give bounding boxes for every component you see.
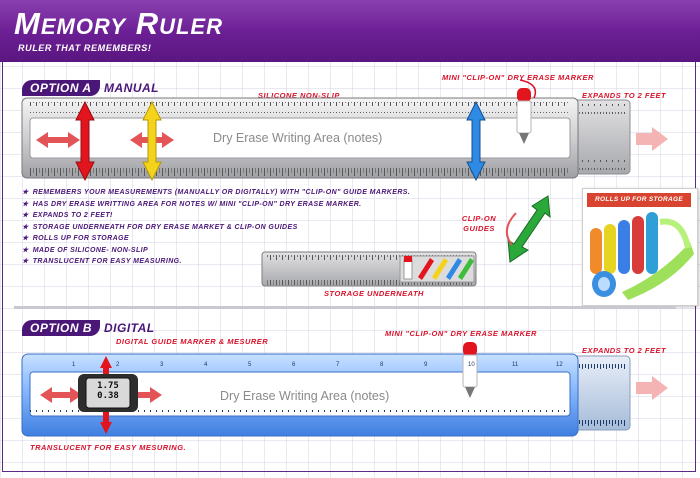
ruler-number: 10 <box>468 362 475 368</box>
rolls-up-graphic <box>590 212 694 300</box>
ruler-number: 6 <box>292 362 296 368</box>
feature-item: MADE OF SILICONE- NON-SLIP <box>22 246 410 258</box>
ruler-number: 1 <box>72 362 76 368</box>
ruler-number: 7 <box>336 362 340 368</box>
digital-guide-label: DIGITAL GUIDE MARKER & MESURER <box>116 337 269 346</box>
option-b-label: DIGITAL <box>104 321 155 335</box>
ruler-number: 9 <box>424 362 428 368</box>
rolls-up-title: ROLLS UP FOR STORAGE <box>587 193 691 207</box>
clip-on-guides-label: CLIP-ON GUIDES <box>461 214 497 233</box>
option-b-badge: OPTION B <box>22 320 101 336</box>
page-title: Memory Ruler <box>14 6 223 41</box>
option-a-expands-label: EXPANDS TO 2 FEET <box>582 91 667 100</box>
translucent-label: TRANSLUCENT FOR EASY MESURING. <box>30 443 187 452</box>
readout-top: 1.75 <box>97 381 119 391</box>
feature-list: REMEMBERS YOUR MEASUREMENTS (MANUALLY OR… <box>22 188 410 269</box>
feature-item: REMEMBERS YOUR MEASUREMENTS (MANUALLY OR… <box>22 188 410 200</box>
option-a-marker-label: MINI "CLIP-ON" DRY ERASE MARKER <box>442 73 594 82</box>
header-banner: Memory Ruler RULER THAT REMEMBERS! <box>0 0 700 62</box>
option-a-label: MANUAL <box>104 81 159 95</box>
ruler-number: 3 <box>160 362 164 368</box>
option-b-expands-label: EXPANDS TO 2 FEET <box>582 346 667 355</box>
section-divider <box>14 306 676 309</box>
ruler-number: 8 <box>380 362 384 368</box>
digital-readout: 1.75 0.38 <box>88 381 128 401</box>
silicone-label: SILICONE NON-SLIP <box>258 91 340 100</box>
ruler-number: 2 <box>116 362 120 368</box>
feature-item: STORAGE UNDERNEATH FOR DRY ERASE MARKET … <box>22 223 410 235</box>
option-b-ruler-numbers: 1 2 3 4 5 6 7 8 9 10 11 12 <box>72 362 572 372</box>
feature-item: TRANSLUCENT FOR EASY MEASURING. <box>22 257 410 269</box>
ruler-number: 11 <box>512 362 519 368</box>
option-b-marker-label: MINI "CLIP-ON" DRY ERASE MARKER <box>385 329 537 338</box>
storage-underneath-label: STORAGE UNDERNEATH <box>324 289 424 298</box>
feature-item: ROLLS UP FOR STORAGE <box>22 234 410 246</box>
ruler-number: 4 <box>204 362 208 368</box>
option-a-notes-area: Dry Erase Writing Area (notes) <box>213 131 383 145</box>
page-subtitle: RULER THAT REMEMBERS! <box>18 43 152 53</box>
feature-item: HAS DRY ERASE WRITTING AREA FOR NOTES W/… <box>22 200 410 212</box>
ruler-number: 5 <box>248 362 252 368</box>
readout-bottom: 0.38 <box>97 391 119 401</box>
option-b-notes-area: Dry Erase Writing Area (notes) <box>220 389 390 403</box>
option-a-badge: OPTION A <box>22 80 100 96</box>
ruler-number: 12 <box>556 362 563 368</box>
feature-item: EXPANDS TO 2 FEET! <box>22 211 410 223</box>
